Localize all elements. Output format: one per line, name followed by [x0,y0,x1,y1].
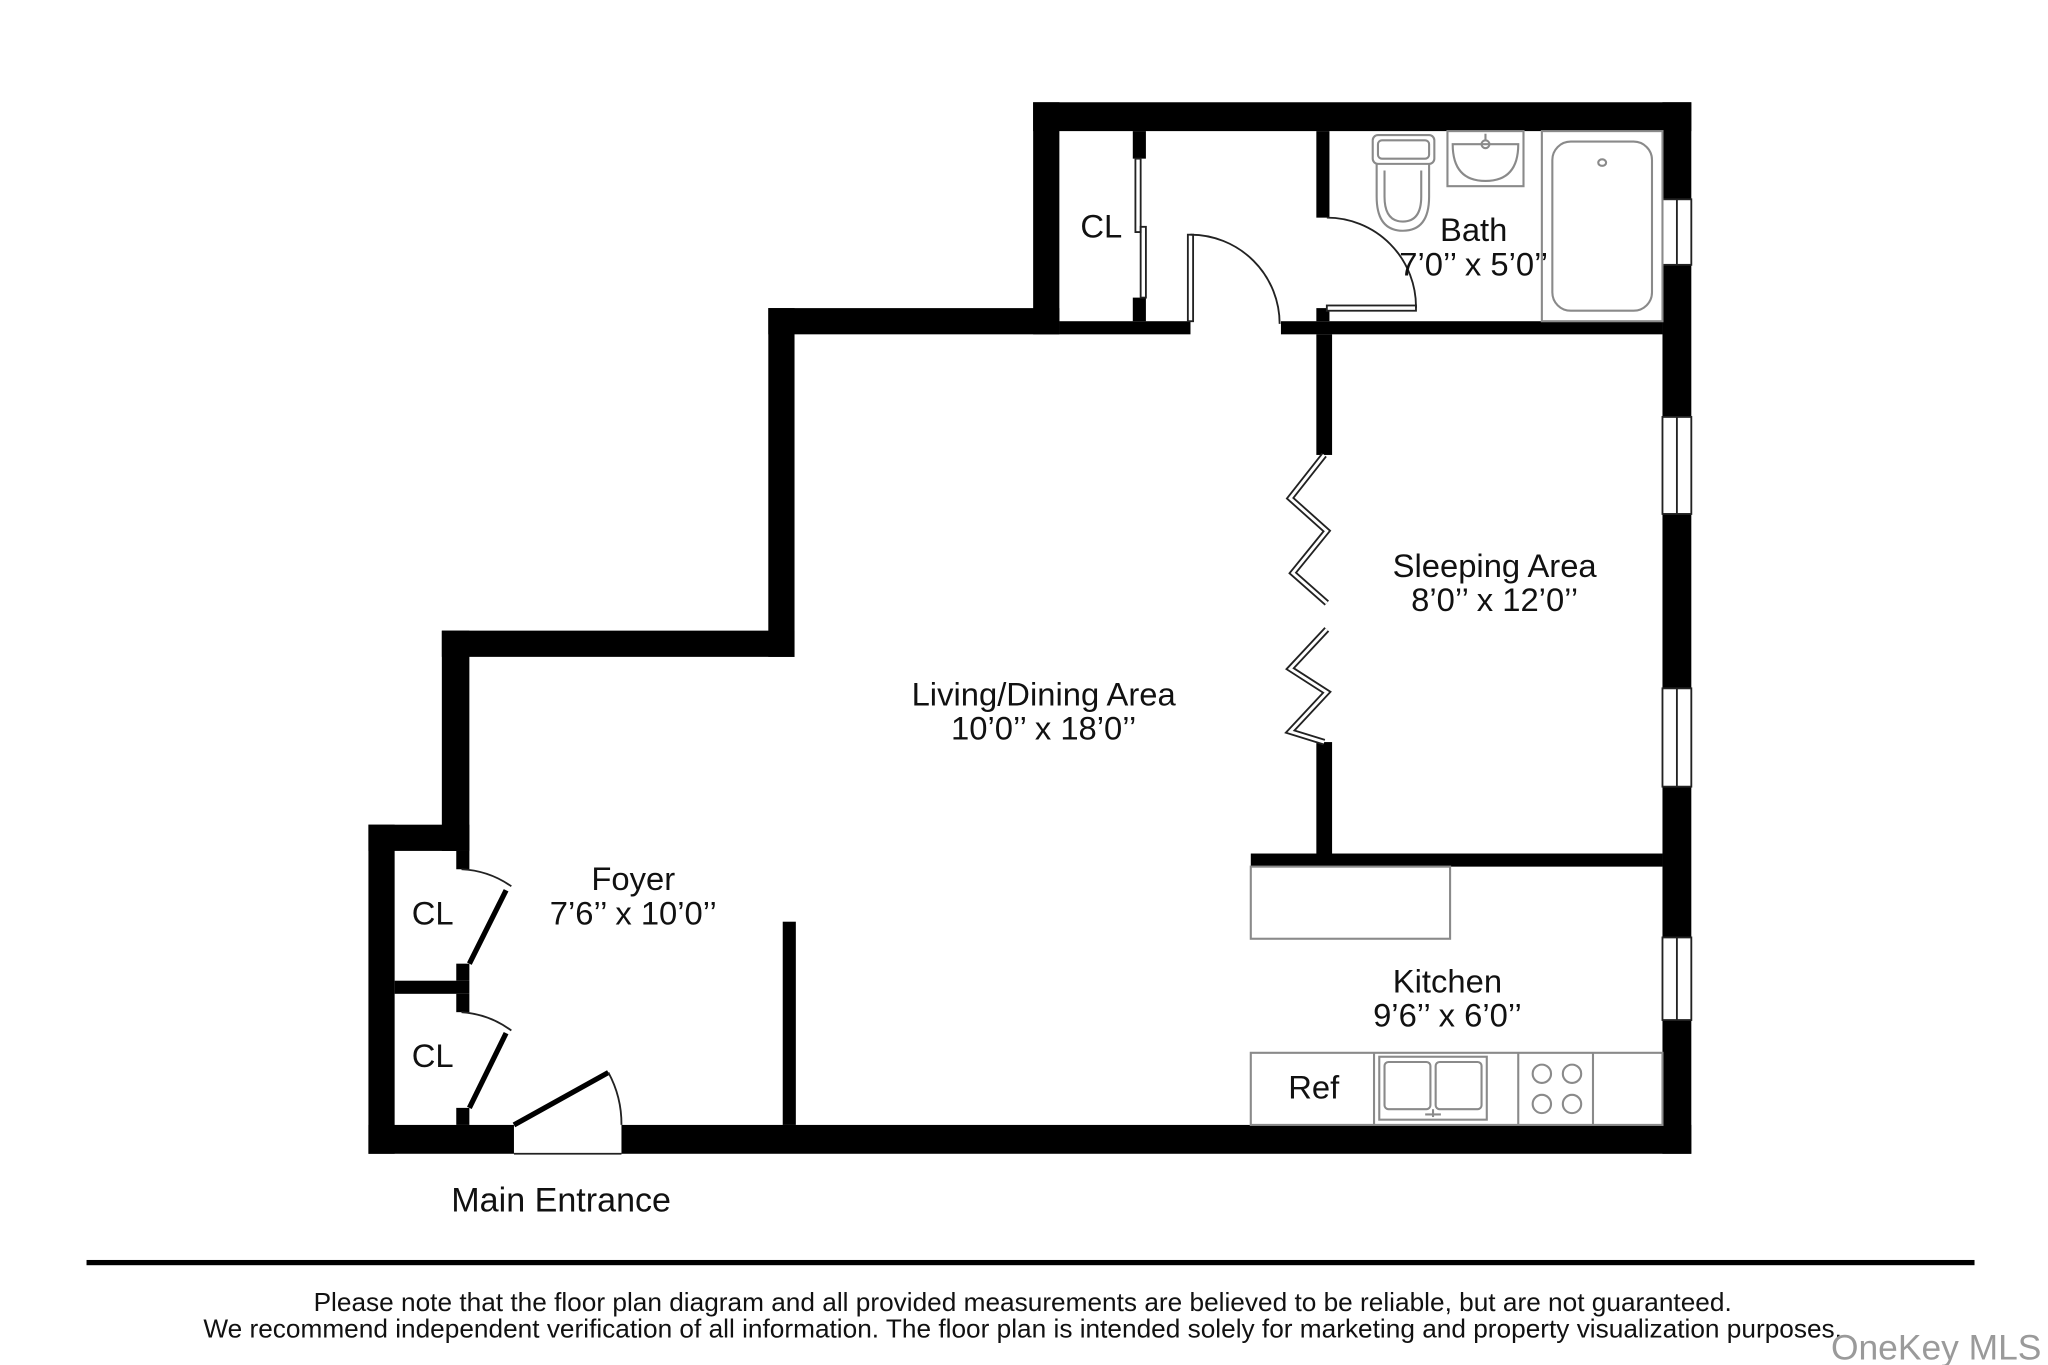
wall [1059,321,1191,335]
bath-sink-icon [1446,130,1525,188]
wall [782,921,796,1125]
bathtub-icon [1540,130,1664,323]
wall [1132,297,1146,322]
bath-label: Bath [1440,211,1507,248]
wall [1662,513,1692,689]
wall [768,308,1060,335]
living-dining-label: Living/Dining Area [912,675,1177,712]
divider-line [86,1259,1975,1266]
wall [456,993,470,1013]
wall [768,308,795,657]
wall [1280,321,1663,335]
disclaimer-line-1: Please note that the floor plan diagram … [314,1287,1732,1317]
bath-door [1325,216,1417,312]
wall [1132,131,1146,159]
closet-door [461,868,512,965]
main-entrance-label: Main Entrance [451,1181,671,1219]
room-labels: CL Bath 7’0’’ x 5’0’’ Sleeping Area 8’0’… [412,207,1598,1105]
wall [1316,334,1333,455]
wall [621,1124,1692,1154]
kitchen-counter [1249,865,1452,940]
sleeping-area-dims: 8’0’’ x 12’0’’ [1411,581,1578,618]
toilet-icon [1371,133,1436,232]
refrigerator-label: Ref [1288,1069,1340,1106]
wall [368,824,395,1154]
wall [1033,102,1692,132]
living-dining-dims: 10’0’’ x 18’0’’ [951,709,1136,746]
wall [456,963,470,981]
hall-door [1186,233,1281,324]
windows [1661,198,1693,1021]
kitchen-dims: 9’6’’ x 6’0’’ [1373,997,1522,1034]
bath-dims: 7’0’’ x 5’0’’ [1399,245,1548,282]
disclaimer: Please note that the floor plan diagram … [203,1287,1842,1343]
wall [1033,102,1060,335]
wall [1316,131,1330,218]
wall [1662,264,1692,417]
wall [1662,786,1692,938]
doors [461,157,1417,1155]
foyer-dims: 7’6’’ x 10’0’’ [550,894,717,931]
sliding-door [1134,157,1147,299]
fixtures [1249,130,1664,1126]
kitchen-sink-icon [1378,1055,1488,1121]
wall [456,1107,470,1125]
wall [1316,742,1333,855]
wall [368,1124,514,1154]
wall [1662,102,1692,200]
kitchen-label: Kitchen [1393,963,1502,1000]
sleeping-area-label: Sleeping Area [1393,547,1598,584]
disclaimer-line-2: We recommend independent verification of… [203,1313,1842,1343]
onekey-mls-watermark: OneKey MLS [1831,1329,2041,1365]
closet-left-lower-label: CL [412,1037,454,1074]
wall [1250,853,1663,867]
wall [441,630,795,657]
closet-top-label: CL [1080,207,1122,244]
closet-left-upper-label: CL [412,894,454,931]
kitchen-cabinets [1249,1051,1664,1126]
interior-walls [456,131,1663,1125]
foyer-label: Foyer [591,860,675,897]
closet-door [461,1011,512,1110]
exterior-walls [368,102,1692,1154]
stove-icon [1531,1063,1583,1115]
entrance-door [512,1070,623,1155]
wall [394,980,470,994]
wall [456,850,470,870]
wall [441,630,470,851]
